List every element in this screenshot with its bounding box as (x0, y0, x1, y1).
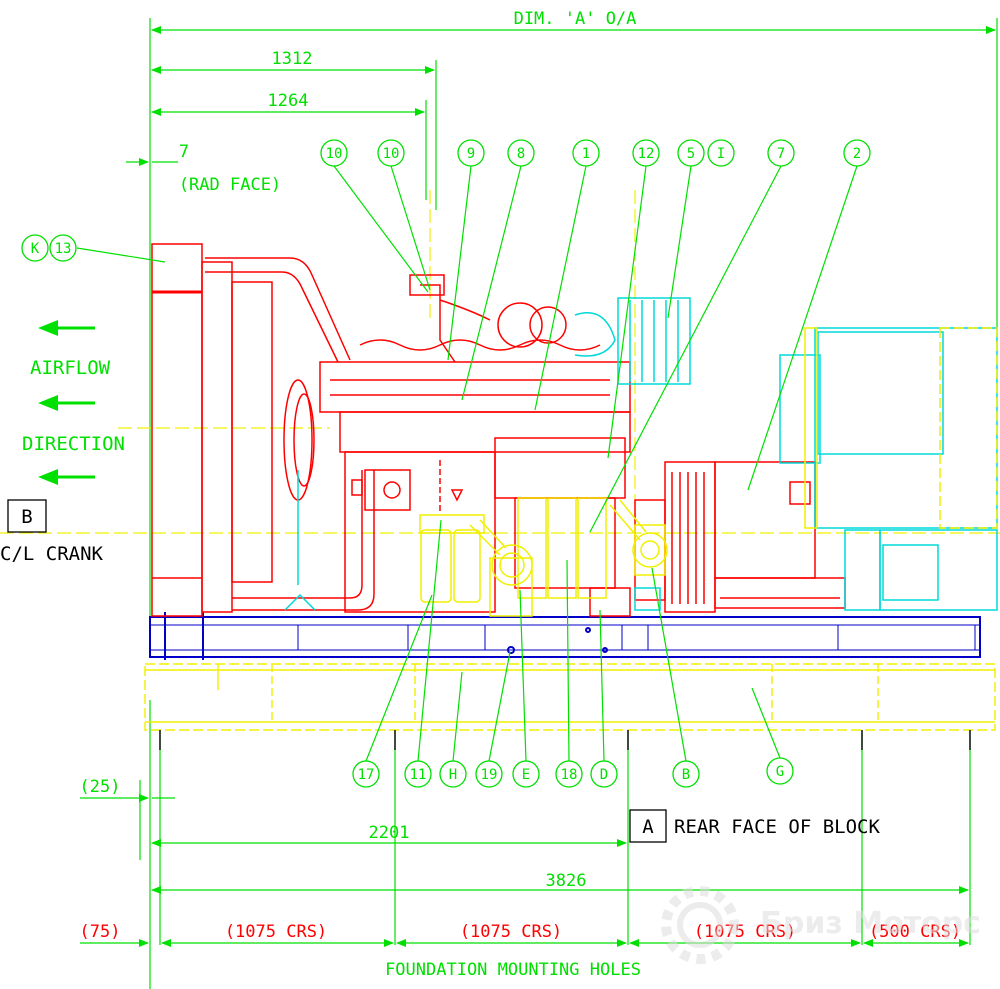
balloon-17: 17 (352, 760, 380, 788)
rad-face-label: (RAD FACE) (179, 175, 281, 195)
balloon-label: 1 (582, 146, 590, 162)
balloon-H: H (439, 760, 467, 788)
balloon-label: I (717, 146, 725, 162)
balloon-label: 18 (561, 767, 578, 783)
airflow-arrow-icon (38, 395, 95, 411)
watermark-text: Бриз Моторс (760, 906, 981, 941)
airflow-arrows (38, 320, 95, 485)
dim-2201-label: 2201 (369, 823, 410, 843)
balloon-10b: 10 (377, 139, 405, 167)
balloon-label: 2 (853, 146, 861, 162)
airflow-arrow-icon (38, 320, 95, 336)
dim-1312-label: 1312 (272, 49, 313, 69)
foundation-label: FOUNDATION MOUNTING HOLES (385, 960, 641, 980)
balloon-label: 17 (358, 767, 375, 783)
leader-lines (76, 165, 858, 762)
balloon-label: 12 (638, 146, 655, 162)
cl-crank-label: C/L CRANK (0, 543, 104, 565)
balloon-label: 9 (467, 146, 475, 162)
cyan-components (284, 297, 998, 611)
balloon-label: K (31, 241, 40, 257)
datum-a: A (629, 809, 667, 843)
airflow-arrow-icon (38, 469, 95, 485)
balloon-13: 13 (49, 234, 77, 262)
balloon-E: E (512, 760, 540, 788)
balloon-label: B (682, 767, 690, 783)
foundation-outline (144, 663, 996, 750)
balloon-label: E (522, 767, 530, 783)
balloon-11: 11 (404, 760, 432, 788)
dim-25-label: (25) (80, 777, 121, 797)
balloon-label: 5 (687, 146, 695, 162)
balloon-2: 2 (843, 139, 871, 167)
direction-label: DIRECTION (22, 433, 125, 455)
balloon-12: 12 (632, 139, 660, 167)
balloon-K: K (21, 234, 49, 262)
balloons-bottom: 17 11 H 19 E 18 D B G (352, 757, 794, 788)
datum-a-label: A (642, 816, 654, 838)
engine (151, 243, 846, 617)
dim-a-label: DIM. 'A' O/A (514, 9, 637, 29)
balloon-label: 8 (517, 146, 525, 162)
balloon-label: D (600, 767, 608, 783)
crs-4-label: (500 CRS) (869, 922, 961, 942)
balloon-19: 19 (475, 760, 503, 788)
balloon-8: 8 (507, 139, 535, 167)
balloon-label: G (776, 764, 784, 780)
balloons-left: K 13 (21, 234, 77, 262)
rear-face-label: REAR FACE OF BLOCK (674, 816, 880, 838)
dim-7-label: 7 (179, 142, 189, 162)
balloon-label: H (449, 767, 457, 783)
datum-b-label: B (21, 506, 32, 528)
dim-1264-label: 1264 (268, 91, 309, 111)
balloon-10a: 10 (320, 139, 348, 167)
balloon-I: I (707, 139, 735, 167)
dimension-lines (80, 18, 998, 989)
airflow-label: AIRFLOW (30, 357, 111, 379)
datum-b: B (7, 499, 47, 533)
balloon-label: 19 (481, 767, 498, 783)
balloon-label: 13 (55, 241, 72, 257)
base-frame (149, 612, 981, 660)
balloon-label: 10 (383, 146, 400, 162)
balloon-18: 18 (555, 760, 583, 788)
balloon-label: 10 (326, 146, 343, 162)
gear-icon (661, 886, 739, 964)
crs-1-label: (1075 CRS) (225, 922, 327, 942)
balloon-7: 7 (767, 139, 795, 167)
balloon-1: 1 (572, 139, 600, 167)
dim-75-label: (75) (80, 922, 121, 942)
yellow-components (419, 327, 998, 617)
crs-2-label: (1075 CRS) (460, 922, 562, 942)
dimension-text: DIM. 'A' O/A 1312 1264 7 (RAD FACE) (25)… (80, 9, 637, 891)
balloon-G: G (766, 757, 794, 785)
balloon-D: D (590, 760, 618, 788)
balloon-B: B (672, 760, 700, 788)
balloon-label: 7 (777, 146, 785, 162)
balloon-5: 5 (677, 139, 705, 167)
balloon-label: 11 (410, 767, 427, 783)
balloons-top: 10 10 9 8 1 12 5 I 7 2 (320, 139, 871, 167)
balloon-9: 9 (457, 139, 485, 167)
dim-3826-label: 3826 (546, 871, 587, 891)
watermark: Бриз Моторс (661, 886, 981, 964)
